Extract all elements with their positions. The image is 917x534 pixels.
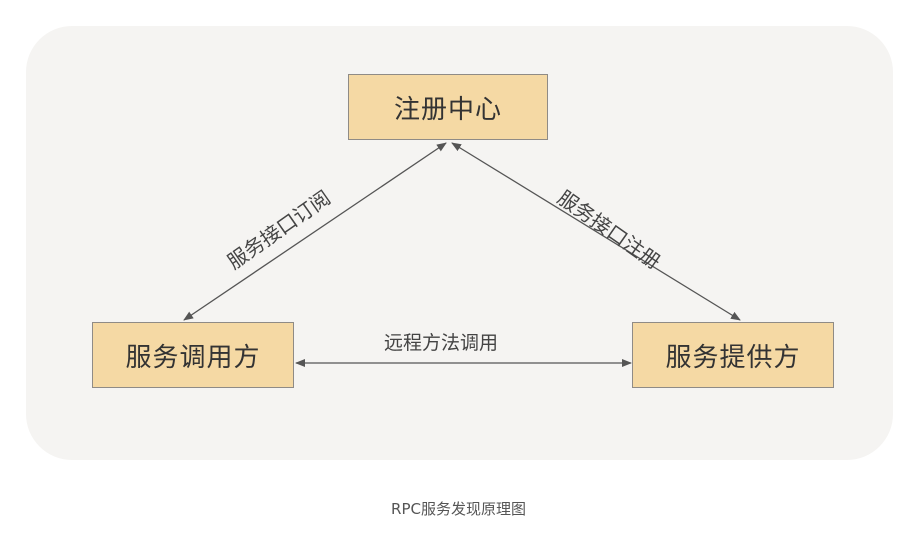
registry-center-label: 注册中心 <box>393 94 502 125</box>
service-provider-label: 服务提供方 <box>665 342 801 373</box>
figure-caption: RPC服务发现原理图 <box>391 500 526 518</box>
registry-center-node: 注册中心 <box>348 74 548 140</box>
edge-register-arrow <box>451 142 741 321</box>
service-consumer-label: 服务调用方 <box>125 342 261 373</box>
edge-subscribe-arrow <box>183 142 447 321</box>
edge-remote-call-label: 远程方法调用 <box>384 332 499 354</box>
service-provider-node: 服务提供方 <box>632 322 834 388</box>
service-consumer-node: 服务调用方 <box>92 322 294 388</box>
